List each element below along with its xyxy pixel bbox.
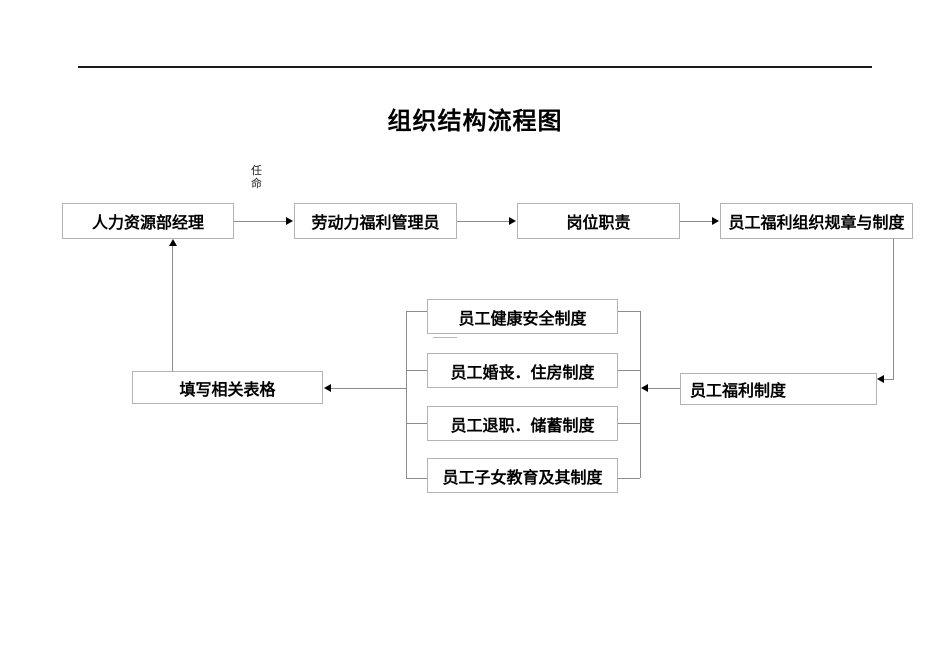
node-job-duties-label: 岗位职责 [566, 213, 631, 232]
bracket-left-stub-2 [406, 370, 427, 371]
arrowhead-welfare-to-group [641, 384, 648, 392]
arrowhead-forms-to-hr [169, 239, 177, 246]
arrowhead-hr-to-admin [286, 217, 293, 225]
bracket-left-stub-1 [406, 311, 427, 312]
bracket-right [640, 311, 641, 478]
bracket-right-stub-3 [618, 423, 640, 424]
node-welfare-system: 员工福利制度 [680, 373, 877, 405]
arrowhead-group-to-forms [324, 384, 331, 392]
node-children-education: 员工子女教育及其制度 [427, 458, 618, 493]
arrowhead-admin-to-duties [509, 217, 516, 225]
bracket-right-stub-2 [618, 370, 640, 371]
bracket-right-stub-1 [618, 311, 640, 312]
header-divider [78, 66, 872, 68]
node-fill-forms: 填写相关表格 [132, 371, 323, 404]
connector-rules-to-welfare [884, 379, 893, 380]
page-title: 组织结构流程图 [387, 107, 563, 135]
node-job-duties: 岗位职责 [517, 203, 680, 239]
connector-duties-to-rules [680, 221, 712, 222]
connector-rules-down [893, 239, 894, 380]
connector-forms-to-hr [172, 246, 173, 371]
bracket-left-stub-3 [406, 423, 427, 424]
node-welfare-system-label: 员工福利制度 [690, 381, 787, 400]
node-welfare-admin-label: 劳动力福利管理员 [311, 213, 440, 232]
node-marriage-housing: 员工婚丧．住房制度 [427, 353, 618, 388]
node-welfare-org-rules: 员工福利组织规章与制度 [720, 203, 913, 239]
node-hr-manager-label: 人力资源部经理 [91, 213, 204, 232]
node-fill-forms-label: 填写相关表格 [179, 379, 276, 399]
node-health-safety: 员工健康安全制度 [427, 299, 618, 334]
node-marriage-housing-label: 员工婚丧．住房制度 [450, 362, 595, 382]
arrowhead-rules-to-welfare [877, 375, 884, 383]
node-retirement-savings: 员工退职．储蓄制度 [427, 406, 618, 441]
connector-group-to-forms [331, 388, 406, 389]
connector-admin-to-duties [457, 221, 509, 222]
bracket-left [406, 311, 407, 478]
arrowhead-duties-to-rules [712, 217, 719, 225]
node-hr-manager: 人力资源部经理 [62, 203, 234, 239]
bracket-left-stub-4 [406, 478, 427, 479]
node-health-safety-label: 员工健康安全制度 [458, 308, 587, 328]
bracket-right-stub-4 [618, 478, 640, 479]
node-retirement-savings-label: 员工退职．储蓄制度 [450, 415, 595, 435]
connector-welfare-to-group [648, 388, 680, 389]
connector-hr-to-admin [234, 221, 286, 222]
edge-label-appointment: 任命 [251, 164, 262, 190]
node-welfare-admin: 劳动力福利管理员 [294, 203, 457, 239]
node-welfare-org-rules-label: 员工福利组织规章与制度 [728, 213, 905, 232]
node-children-education-label: 员工子女教育及其制度 [442, 467, 603, 487]
stray-mark [433, 337, 457, 338]
